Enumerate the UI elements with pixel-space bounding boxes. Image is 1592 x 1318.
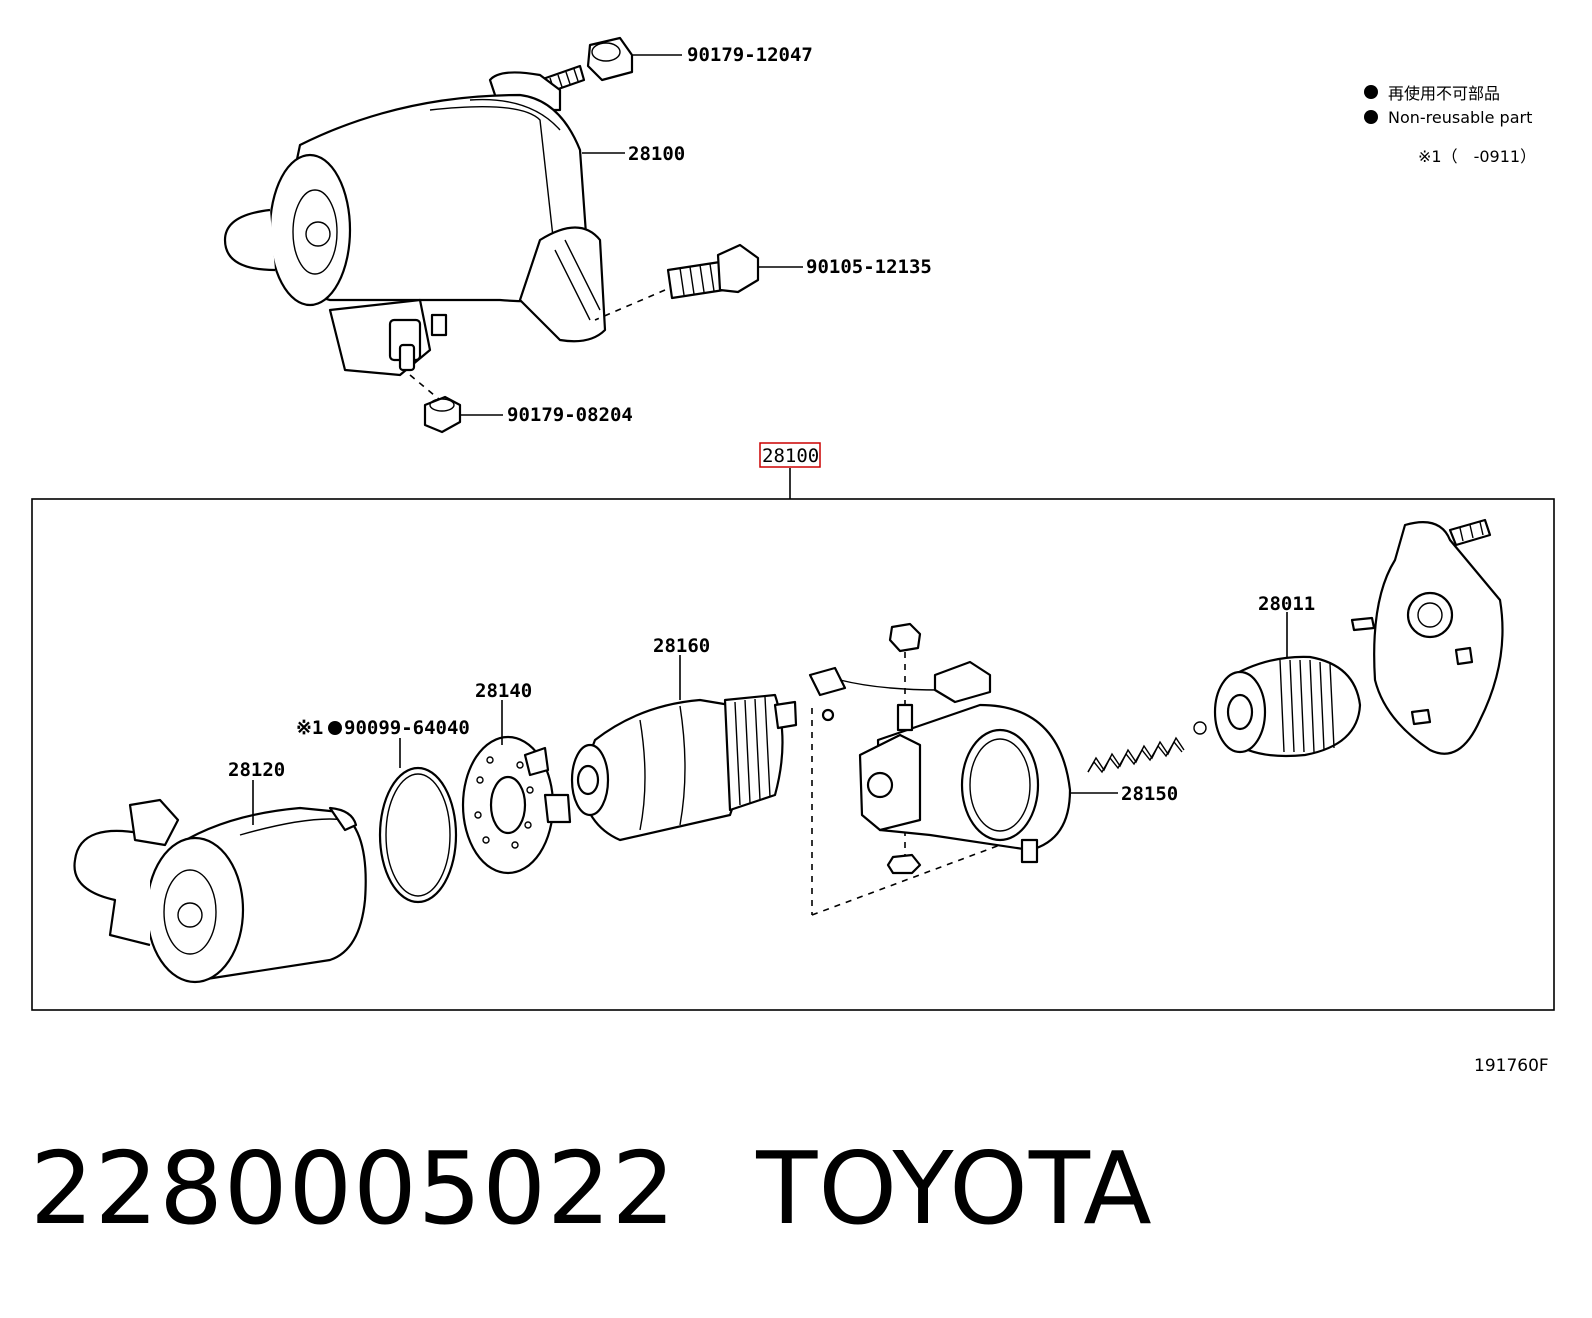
brush-holder-28140 bbox=[461, 735, 572, 875]
callout-28140: 28140 bbox=[475, 680, 532, 702]
bolt-90105-12135: 90105-12135 bbox=[594, 243, 932, 321]
callout-28120: 28120 bbox=[228, 759, 285, 781]
callout-90179-12047: 90179-12047 bbox=[687, 44, 813, 66]
magnetic-switch-housing bbox=[808, 622, 1072, 916]
non-reusable-bullet-icon bbox=[1364, 85, 1378, 99]
drawing-code: 191760F bbox=[1474, 1056, 1549, 1076]
legend-japanese: 再使用不可部品 bbox=[1388, 84, 1500, 103]
callout-90105-12135: 90105-12135 bbox=[806, 256, 932, 278]
footer-title: 2280005022 TOYOTA bbox=[30, 1130, 1153, 1247]
armature-28160 bbox=[570, 693, 798, 842]
nut-90179-08204: 90179-08204 bbox=[409, 374, 633, 434]
brand-name: TOYOTA bbox=[756, 1130, 1153, 1247]
callout-28100-assembly: 28100 bbox=[628, 143, 685, 165]
callout-28160: 28160 bbox=[653, 635, 710, 657]
callout-28100-highlighted[interactable]: 28100 bbox=[762, 445, 819, 467]
starter-assembly-drawing bbox=[223, 64, 607, 377]
yoke-28120 bbox=[73, 798, 367, 984]
starter-drive-28011 bbox=[1213, 655, 1362, 758]
non-reusable-bullet-icon bbox=[328, 721, 342, 735]
legend-note: ※1（ -0911） bbox=[1418, 147, 1536, 166]
o-ring-prefix-text: ※1 bbox=[296, 717, 323, 739]
callout-28011: 28011 bbox=[1258, 593, 1315, 615]
o-ring-90099-64040 bbox=[378, 766, 458, 904]
exploded-view-frame bbox=[31, 498, 1555, 1011]
callout-o-ring-prefix: ※1 bbox=[296, 717, 323, 739]
legend-english: Non-reusable part bbox=[1388, 108, 1532, 127]
highlight-box bbox=[759, 442, 821, 468]
spring-28150 bbox=[1087, 721, 1207, 774]
nut-90179-12047: 90179-12047 bbox=[586, 36, 813, 82]
callout-90099-64040: 90099-64040 bbox=[344, 717, 470, 739]
legend: 再使用不可部品 Non-reusable part ※1（ -0911） bbox=[1364, 84, 1536, 166]
part-number: 2280005022 bbox=[30, 1130, 677, 1247]
non-reusable-bullet-icon bbox=[1364, 110, 1378, 124]
callout-28150: 28150 bbox=[1121, 783, 1178, 805]
callout-90179-08204: 90179-08204 bbox=[507, 404, 633, 426]
drive-housing bbox=[1350, 518, 1504, 755]
